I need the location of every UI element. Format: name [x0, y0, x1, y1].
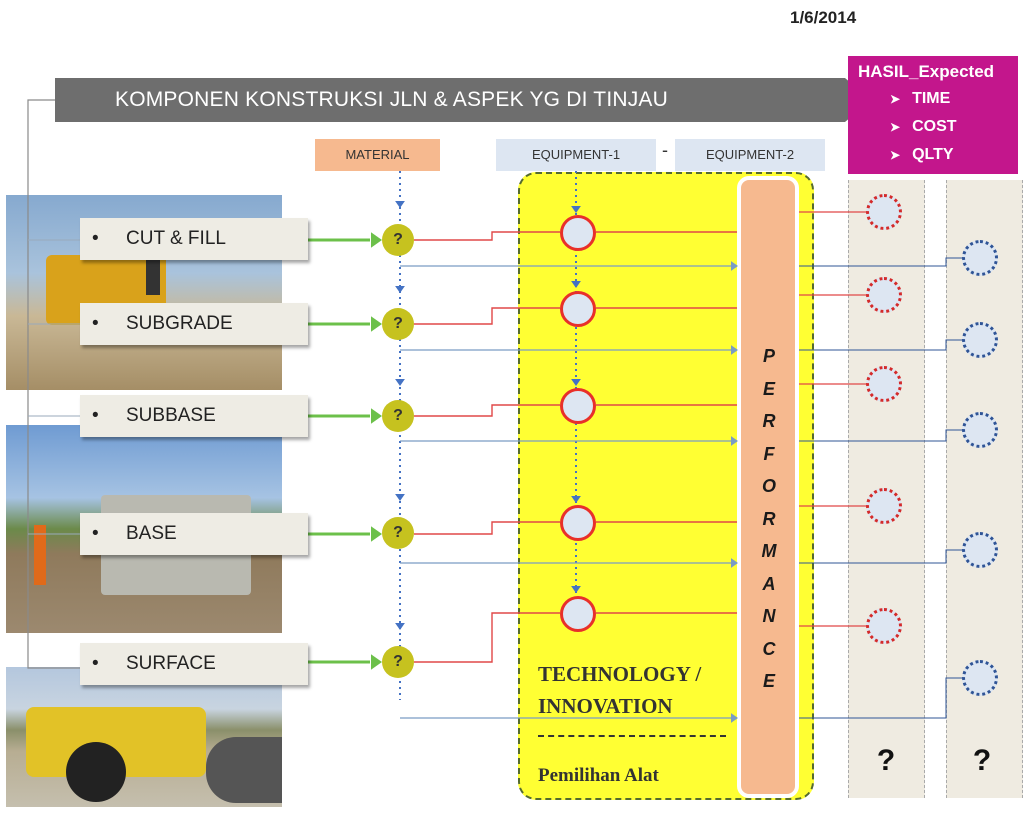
component-label: BASE	[126, 523, 177, 544]
down-arrow-icon	[395, 623, 405, 630]
arrow-bullet-icon: ➤	[890, 148, 901, 162]
result-node-time	[866, 277, 902, 313]
roller-drum-shape	[206, 737, 282, 803]
arrow-bullet-icon: ➤	[890, 92, 901, 106]
expected-title: HASIL_Expected	[858, 62, 995, 81]
expected-item-label: TIME	[912, 90, 951, 107]
performance-label: P E R F O R M A N C E	[761, 346, 777, 691]
material-header: MATERIAL	[315, 139, 440, 171]
arrow-bullet-icon: ➤	[890, 120, 901, 134]
result-node-time	[866, 488, 902, 524]
result-node-cost	[962, 240, 998, 276]
equipment-node	[560, 505, 596, 541]
down-arrow-icon	[571, 586, 581, 593]
result-node-time	[866, 608, 902, 644]
arrow-icon	[731, 345, 738, 355]
equipment-node	[560, 215, 596, 251]
performance-to-cost-line	[799, 549, 962, 564]
material-to-equipment-line	[414, 307, 560, 325]
green-arrow-icon	[371, 526, 382, 542]
material-to-equipment-line	[414, 612, 560, 663]
expected-item-label: COST	[912, 118, 957, 135]
innovation-label: INNOVATION	[538, 694, 673, 718]
bracket-line	[27, 99, 80, 669]
arrow-icon	[731, 713, 738, 723]
equipment-node	[560, 291, 596, 327]
down-arrow-icon	[395, 494, 405, 501]
green-arrow-icon	[371, 408, 382, 424]
arrow-icon	[731, 261, 738, 271]
result-node-time	[866, 366, 902, 402]
component-label: SUBBASE	[126, 405, 216, 426]
result-node-cost	[962, 532, 998, 568]
expected-item-label: QLTY	[912, 146, 954, 163]
down-arrow-icon	[571, 379, 581, 386]
banner-title: KOMPONEN KONSTRUKSI JLN & ASPEK YG DI TI…	[115, 88, 668, 111]
title-banner	[55, 78, 845, 122]
result-node-time	[866, 194, 902, 230]
component-base: • BASE	[80, 513, 308, 555]
component-cut-fill: • CUT & FILL	[80, 218, 308, 260]
bullet-icon: •	[92, 405, 99, 426]
material-node: ?	[382, 400, 414, 432]
expected-item: ➤ TIME	[890, 90, 950, 108]
expected-results-box: HASIL_Expected ➤ TIME ➤ COST ➤ QLTY	[848, 56, 1018, 174]
down-arrow-icon	[571, 206, 581, 213]
result-node-cost	[962, 322, 998, 358]
green-arrow-icon	[371, 316, 382, 332]
result-question-cost: ?	[972, 744, 992, 777]
performance-to-cost-line	[799, 339, 962, 351]
technology-divider	[538, 735, 726, 737]
green-arrow-icon	[371, 654, 382, 670]
performance-to-cost-line	[799, 677, 962, 719]
green-arrow-icon	[371, 232, 382, 248]
result-node-cost	[962, 412, 998, 448]
component-subbase: • SUBBASE	[80, 395, 308, 437]
technology-label: TECHNOLOGY /	[538, 662, 702, 686]
material-to-equipment-line	[414, 231, 560, 241]
performance-bar	[737, 176, 799, 798]
photo-surface-roller	[6, 667, 282, 807]
material-node: ?	[382, 517, 414, 549]
equipment-node	[560, 388, 596, 424]
down-arrow-icon	[395, 379, 405, 386]
equipment-1-header: EQUIPMENT-1	[496, 139, 656, 171]
down-arrow-icon	[395, 201, 405, 208]
expected-item: ➤ QLTY	[890, 146, 954, 164]
result-node-cost	[962, 660, 998, 696]
down-arrow-icon	[571, 496, 581, 503]
equipment-selection-label: Pemilihan Alat	[538, 765, 659, 786]
component-label: SUBGRADE	[126, 313, 233, 334]
material-node: ?	[382, 646, 414, 678]
performance-to-cost-line	[799, 429, 962, 442]
bullet-icon: •	[92, 523, 99, 544]
material-node: ?	[382, 308, 414, 340]
bullet-icon: •	[92, 313, 99, 334]
arrow-icon	[731, 558, 738, 568]
expected-item: ➤ COST	[890, 118, 957, 136]
equipment-separator: -	[662, 140, 668, 160]
performance-to-cost-line	[799, 257, 962, 267]
down-arrow-icon	[571, 281, 581, 288]
slide-date: 1/6/2014	[790, 8, 857, 27]
material-to-equipment-line	[414, 521, 560, 535]
component-subgrade: • SUBGRADE	[80, 303, 308, 345]
down-arrow-icon	[395, 286, 405, 293]
component-label: CUT & FILL	[126, 228, 226, 249]
bullet-icon: •	[92, 228, 99, 249]
material-to-equipment-line	[414, 404, 560, 417]
material-node: ?	[382, 224, 414, 256]
equipment-2-header: EQUIPMENT-2	[675, 139, 825, 171]
component-surface: • SURFACE	[80, 643, 308, 685]
component-label: SURFACE	[126, 653, 216, 674]
result-question-time: ?	[876, 744, 896, 777]
arrow-icon	[731, 436, 738, 446]
roller-wheel-shape	[66, 742, 126, 802]
equipment-node	[560, 596, 596, 632]
worker-shape	[34, 525, 46, 585]
bullet-icon: •	[92, 653, 99, 674]
